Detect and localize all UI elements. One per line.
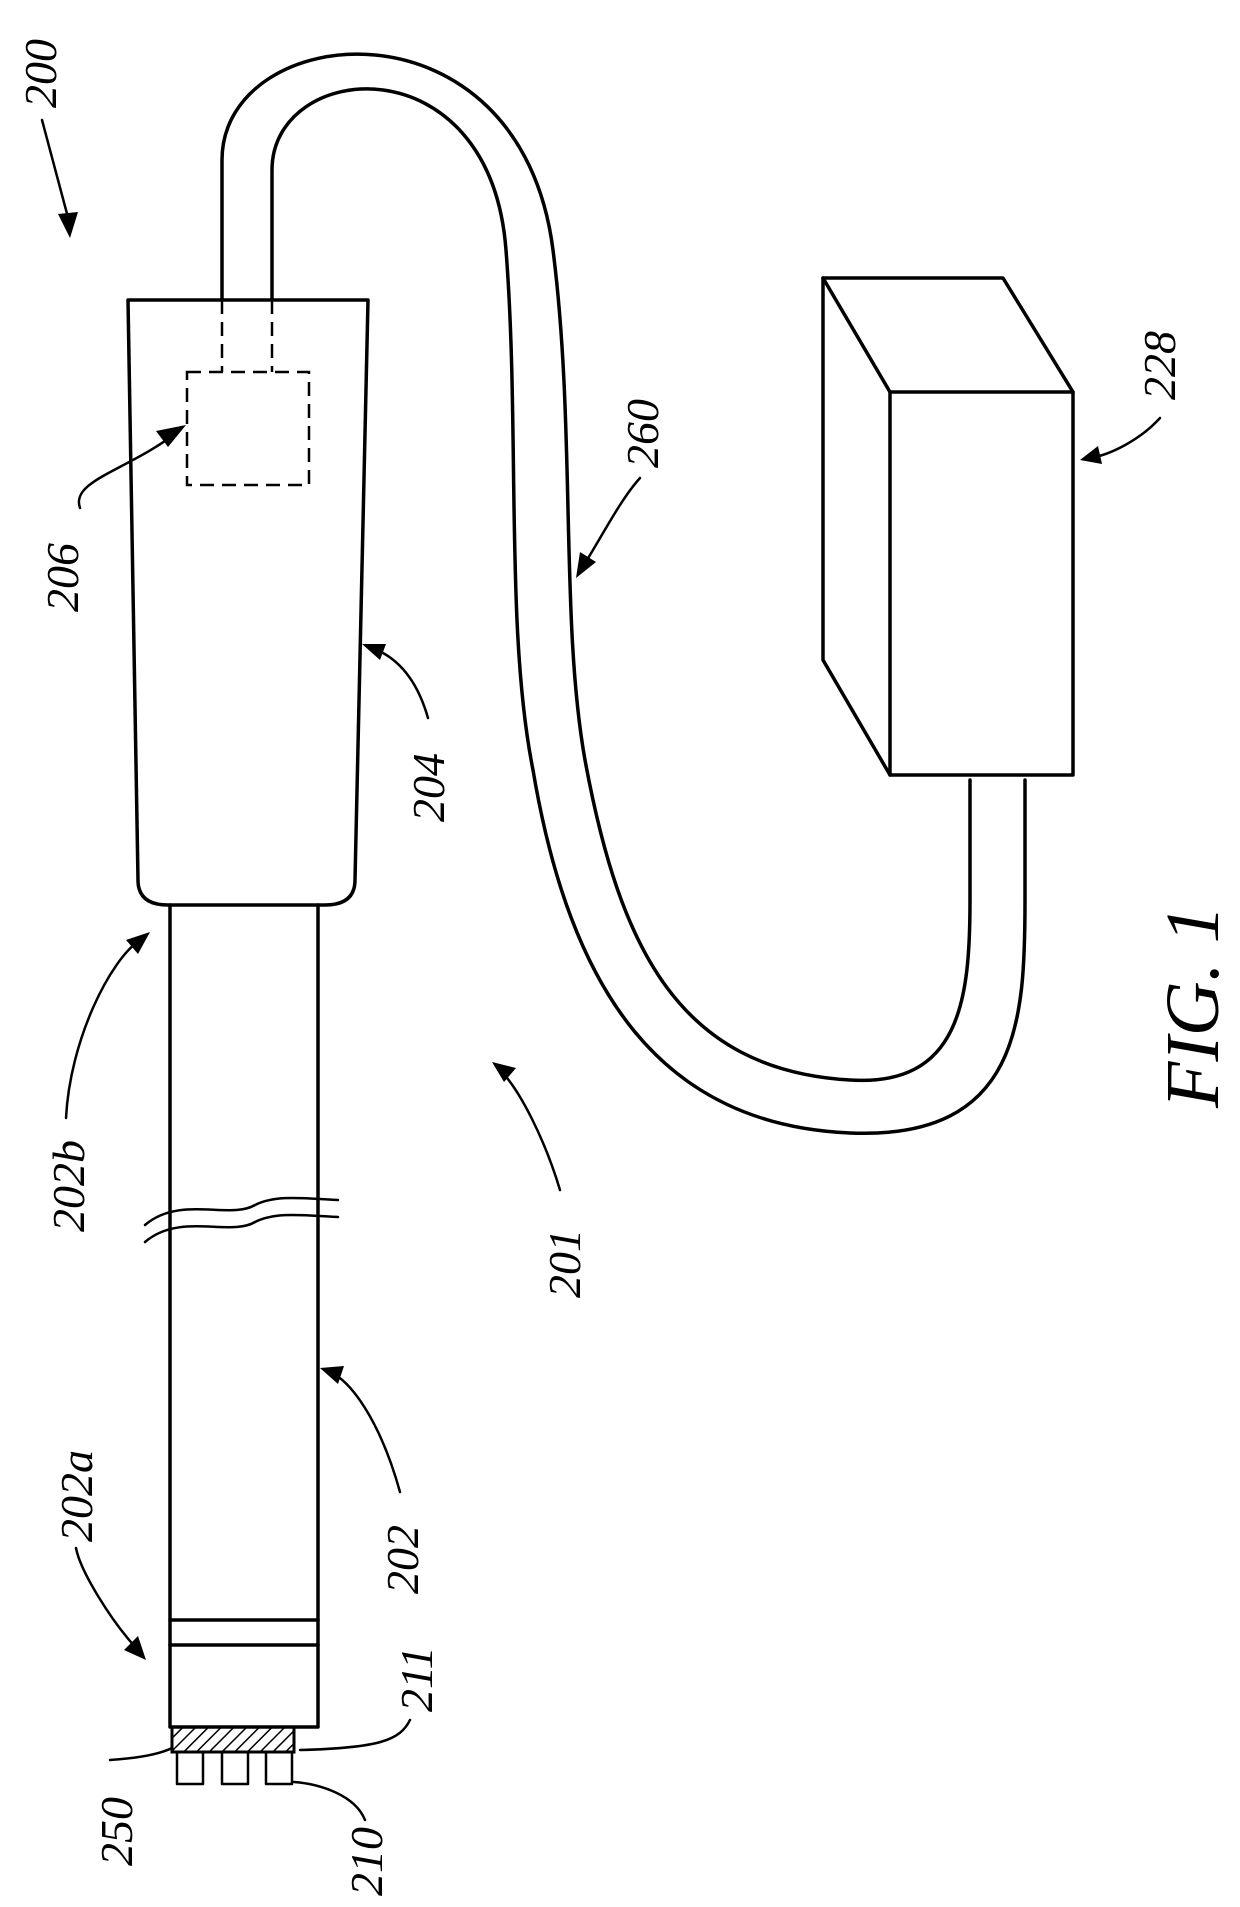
label-250: 250 [91, 1797, 142, 1866]
label-210: 210 [341, 1827, 392, 1896]
electrodes-210 [177, 1752, 292, 1784]
label-204: 204 [403, 753, 454, 822]
label-200: 200 [15, 39, 66, 108]
figure-title: FIG. 1 [1151, 905, 1235, 1109]
label-228: 228 [1134, 331, 1185, 400]
leader-lines [42, 120, 1160, 1820]
label-206: 206 [37, 543, 88, 612]
cable-260 [222, 54, 1025, 1133]
label-201: 201 [539, 1229, 590, 1298]
handle-204 [128, 300, 368, 905]
shaft-202 [145, 905, 338, 1727]
control-box-228 [823, 278, 1073, 775]
component-206-box [187, 372, 309, 485]
tip-211 [172, 1727, 294, 1752]
label-202b: 202b [43, 1140, 94, 1232]
reference-labels: 200 206 204 260 228 202b 201 202 202a 21… [15, 39, 1185, 1896]
label-202a: 202a [51, 1450, 102, 1542]
label-260: 260 [617, 399, 668, 468]
label-202: 202 [377, 1525, 428, 1594]
label-211: 211 [391, 1646, 442, 1712]
